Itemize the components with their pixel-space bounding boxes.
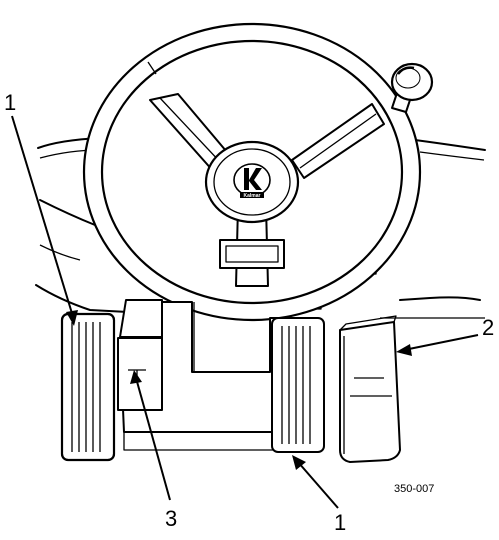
callout-leaders [11, 115, 479, 509]
callout-2: 2 [482, 315, 494, 340]
callout-1-top: 1 [4, 90, 16, 115]
accelerator-pedal-icon [339, 315, 401, 463]
brake-pedal-icon [60, 312, 116, 462]
figure-code: 350-007 [394, 483, 434, 495]
steering-hub-logo-text: Kalmar [244, 193, 261, 199]
inching-pedal-icon [117, 337, 163, 411]
brake-pedal-right-icon [271, 317, 325, 453]
pedal-linkage-icon [119, 299, 301, 451]
steering-wheel-icon: Kalmar [82, 22, 434, 322]
steering-knob-icon [390, 62, 434, 113]
callout-1-bottom: 1 [334, 510, 346, 535]
callout-3: 3 [165, 506, 177, 531]
kalmar-logo-icon: Kalmar [233, 163, 271, 199]
